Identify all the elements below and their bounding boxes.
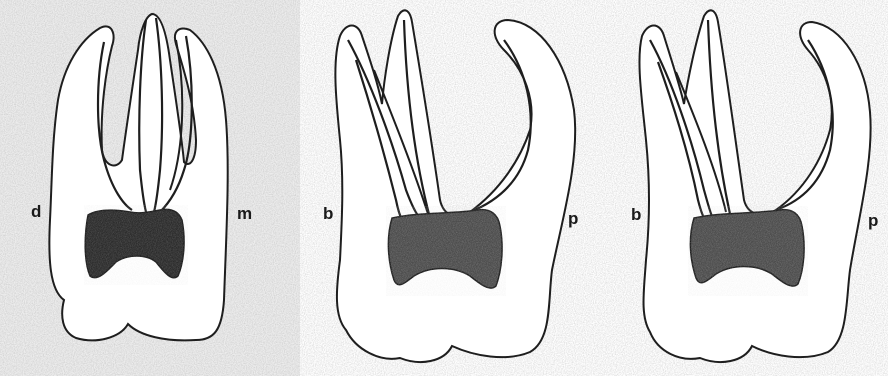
tooth-view-1: [49, 14, 227, 340]
view-3-right-label: p: [868, 212, 878, 229]
tooth-1-outline: [49, 14, 227, 340]
view-1-right-label: m: [237, 205, 252, 222]
view-2-left-label: b: [323, 205, 333, 222]
view-2-right-label: p: [568, 210, 578, 227]
view-3-left-label: b: [631, 206, 641, 223]
view-1-left-label: d: [31, 203, 41, 220]
